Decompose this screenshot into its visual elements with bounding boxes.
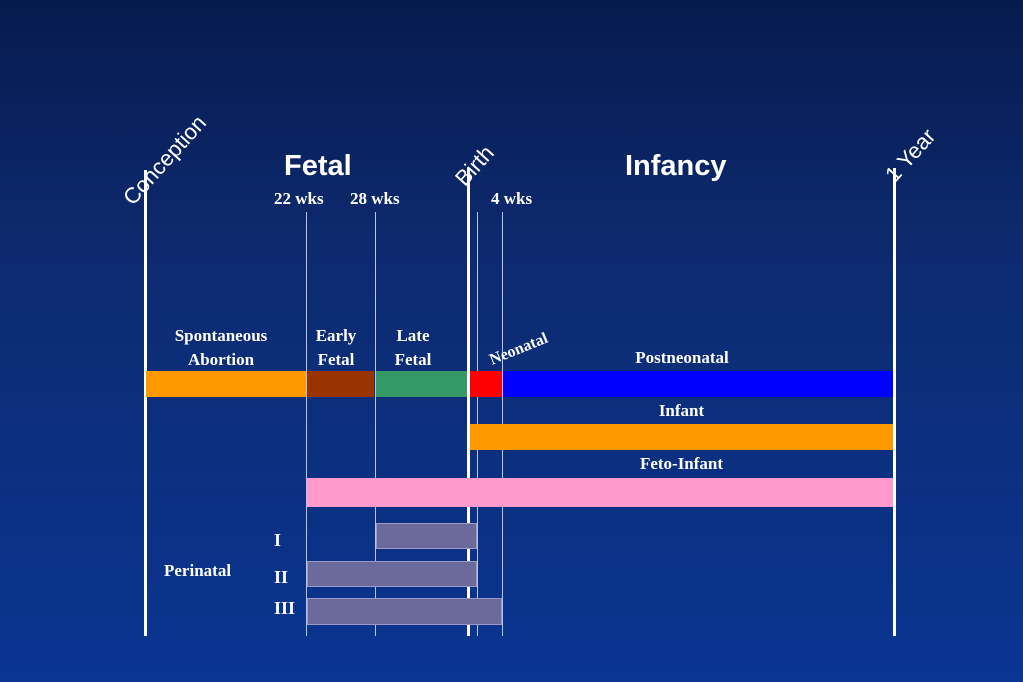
- early-fetal-bar: [307, 371, 374, 397]
- birth-line: [467, 168, 470, 636]
- perinatal-def-1-bar: [376, 523, 477, 549]
- week-22-line: [306, 212, 307, 636]
- infant-bar: [470, 424, 893, 450]
- spontaneous-abortion-bar: [146, 371, 306, 397]
- early-fetal-label: Early Fetal: [306, 324, 366, 372]
- early-fetal-label-line2: Fetal: [317, 350, 355, 369]
- infancy-header: Infancy: [625, 150, 727, 182]
- perinatal-def-1-label: I: [274, 530, 282, 550]
- postneonatal-label: Postneonatal: [635, 348, 729, 367]
- week-28-label: 28 wks: [350, 189, 400, 208]
- perinatal-def-2-label: II: [274, 567, 289, 587]
- conception-label: Conception: [118, 110, 212, 210]
- early-fetal-label-line1: Early: [315, 326, 357, 345]
- perinatal-def-3-label: III: [274, 598, 296, 618]
- infant-label: Infant: [658, 401, 705, 420]
- birth-label: Birth: [450, 140, 499, 191]
- conception-line: [144, 170, 147, 636]
- late-fetal-label-line2: Fetal: [394, 350, 432, 369]
- perinatal-def-3-bar: [307, 598, 502, 625]
- week-22-label: 22 wks: [274, 189, 324, 208]
- feto-infant-bar: [307, 478, 893, 507]
- late-fetal-label-line1: Late: [396, 326, 430, 345]
- one-year-line: [893, 168, 896, 636]
- perinatal-def-2-bar: [307, 561, 477, 587]
- fetal-header: Fetal: [284, 150, 352, 182]
- week-4-label: 4 wks: [491, 189, 533, 208]
- week-28-line: [375, 212, 376, 636]
- late-fetal-label: Late Fetal: [378, 324, 448, 372]
- postneonatal-bar: [503, 371, 893, 397]
- spontaneous-abortion-label: Spontaneous Abortion: [146, 324, 296, 372]
- one-year-label: 1 Year: [880, 123, 941, 187]
- spontaneous-abortion-label-line2: Abortion: [187, 350, 255, 369]
- spontaneous-abortion-label-line1: Spontaneous: [174, 326, 268, 345]
- feto-infant-label: Feto-Infant: [639, 454, 724, 473]
- perinatal-label: Perinatal: [164, 561, 232, 580]
- neonatal-bar: [470, 371, 502, 397]
- late-fetal-bar: [376, 371, 467, 397]
